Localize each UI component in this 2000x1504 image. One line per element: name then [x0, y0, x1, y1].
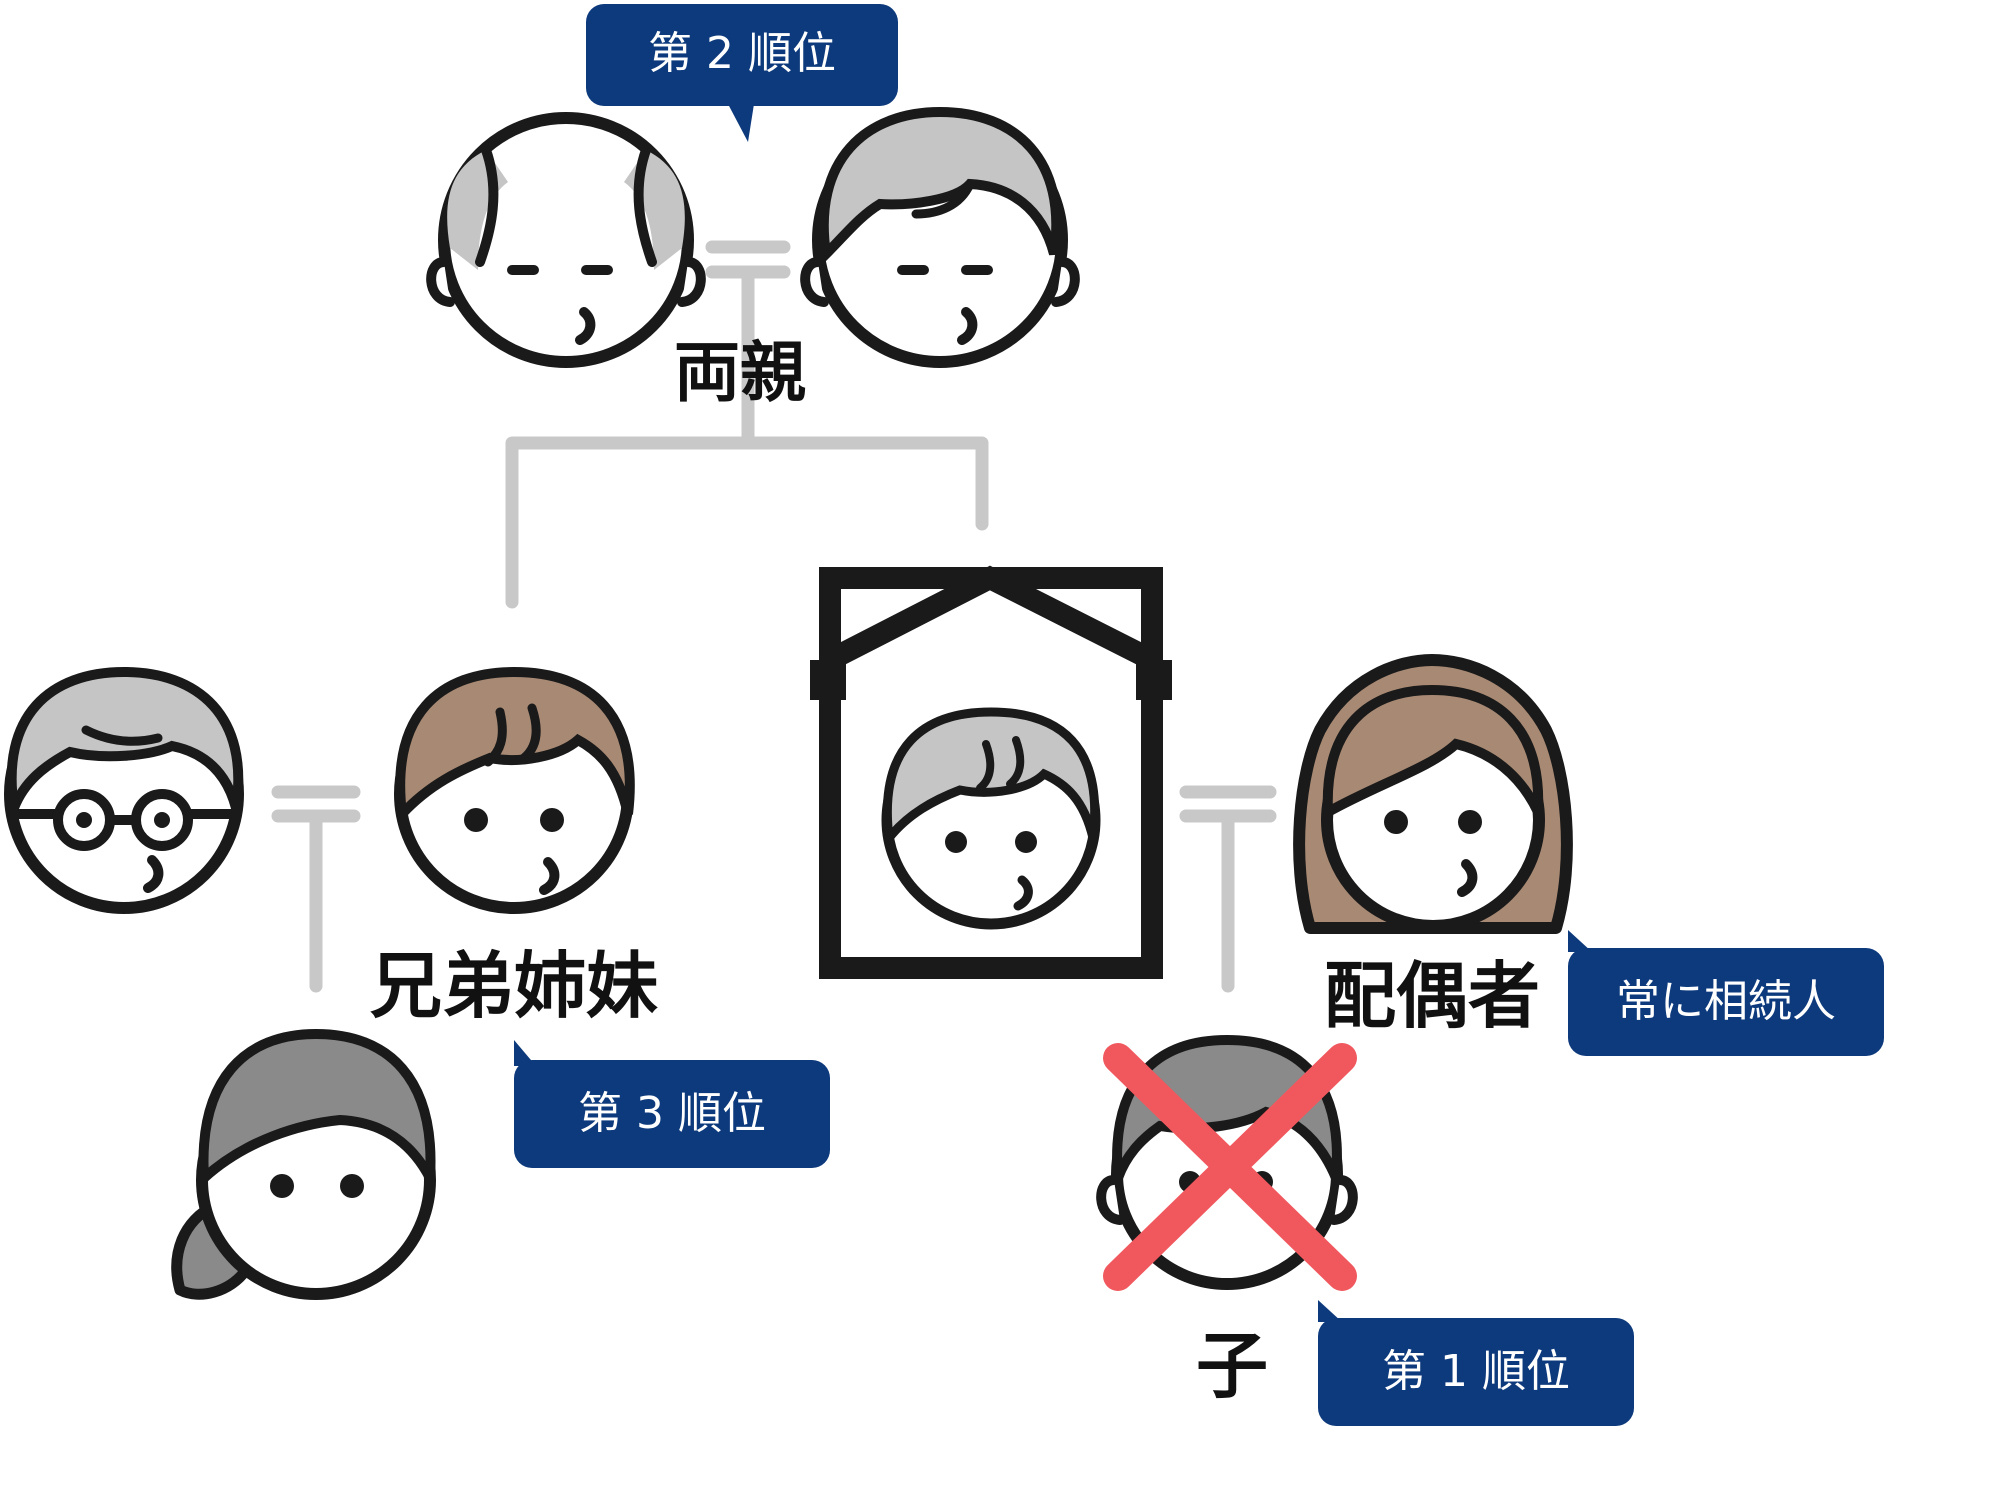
man-with-glasses-icon [4, 666, 244, 914]
spouse-marriage-line [1179, 785, 1277, 993]
callout-rank2-text: 第 2 順位 [648, 28, 836, 79]
callout-rank1-text: 第 1 順位 [1382, 1346, 1570, 1397]
connector-lines [271, 240, 1277, 993]
gray-haired-man-icon [800, 106, 1080, 368]
callout-rank3-text: 第 3 順位 [578, 1088, 766, 1139]
cross-mark-icon [1103, 1043, 1357, 1291]
memorial-portrait-icon [810, 565, 1172, 979]
callout-rank1-bubble [1318, 1300, 1634, 1426]
callout-always-bubble [1568, 930, 1884, 1056]
callout-rank3-bubble [514, 1040, 830, 1168]
parents-children-branch [505, 436, 989, 609]
callout-rank2-bubble [586, 4, 898, 142]
bald-man-icon [426, 112, 706, 368]
parents-label: 両親 [674, 334, 806, 411]
ponytail-woman-icon [171, 1028, 436, 1300]
child-label: 子 [1196, 1324, 1269, 1408]
spouse-label: 配偶者 [1324, 954, 1541, 1038]
callout-always-text: 常に相続人 [1616, 976, 1836, 1027]
parents-marriage-line [705, 240, 791, 447]
brown-haired-man-icon [394, 666, 635, 914]
woman-icon [1293, 654, 1573, 934]
sibling-marriage-line [271, 785, 361, 993]
siblings-label: 兄弟姉妹 [370, 944, 659, 1028]
